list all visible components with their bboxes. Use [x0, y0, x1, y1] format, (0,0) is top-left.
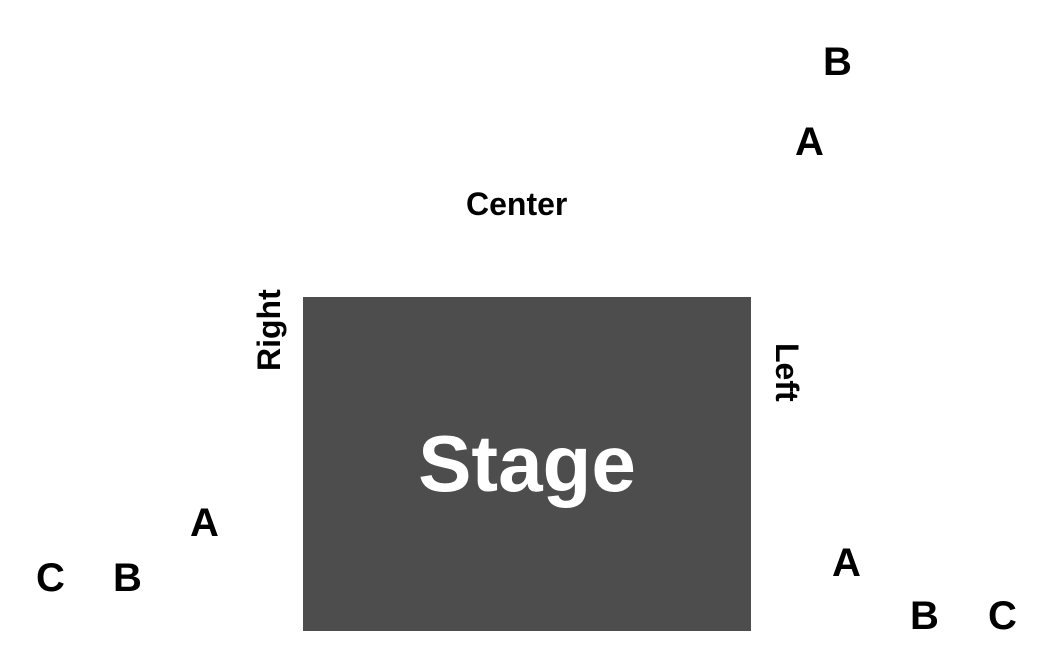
section-label-left[interactable]: Left [769, 343, 805, 402]
row-left-c[interactable]: C [988, 594, 1017, 638]
row-right-c[interactable]: C [36, 556, 65, 600]
stage: Stage [303, 297, 751, 631]
row-center-a[interactable]: A [795, 120, 824, 164]
row-center-b[interactable]: B [823, 40, 852, 84]
row-left-b[interactable]: B [910, 594, 939, 638]
section-label-center[interactable]: Center [466, 186, 568, 222]
section-label-right[interactable]: Right [251, 289, 287, 371]
row-right-b[interactable]: B [113, 556, 142, 600]
row-left-a[interactable]: A [832, 541, 861, 585]
row-right-a[interactable]: A [190, 501, 219, 545]
stage-label: Stage [418, 419, 636, 508]
